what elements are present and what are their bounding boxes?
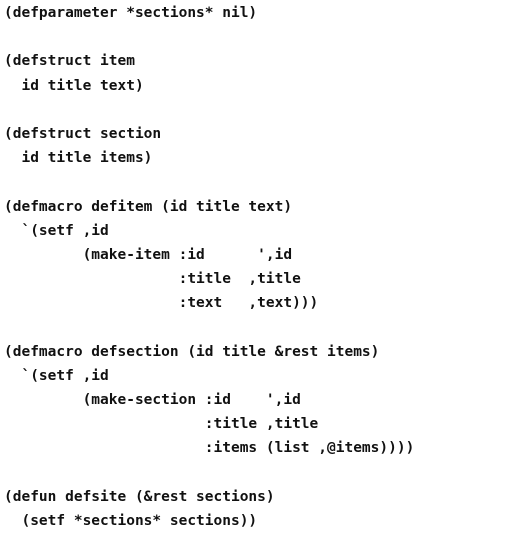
code-line: :text ,text))) xyxy=(4,295,319,312)
code-line: `(setf ,id xyxy=(4,222,109,239)
blank-line xyxy=(4,98,515,122)
code-line: (defmacro defitem (id title text) xyxy=(4,198,293,215)
blank-line xyxy=(4,25,515,49)
code-line: :title ,title xyxy=(4,416,319,433)
code-line: (defmacro defsection (id title &rest ite… xyxy=(4,343,380,360)
code-line: (defparameter *sections* nil) xyxy=(4,5,258,21)
blank-line xyxy=(4,315,515,339)
code-line: (defstruct item xyxy=(4,53,135,70)
code-line: :items (list ,@items)))) xyxy=(4,440,415,457)
code-line: id title text) xyxy=(4,77,144,94)
code-line: (make-section :id ',id xyxy=(4,392,301,408)
code-line: (setf *sections* sections)) xyxy=(4,512,258,529)
code-line: `(setf ,id xyxy=(4,367,109,384)
code-line: :title ,title xyxy=(4,271,301,288)
blank-line xyxy=(4,170,515,194)
code-line: (make-item :id ',id xyxy=(4,246,293,263)
code-line: (defun defsite (&rest sections) xyxy=(4,488,275,505)
code-line: id title items) xyxy=(4,150,153,167)
code-line: (defstruct section xyxy=(4,125,162,142)
blank-line xyxy=(4,461,515,485)
